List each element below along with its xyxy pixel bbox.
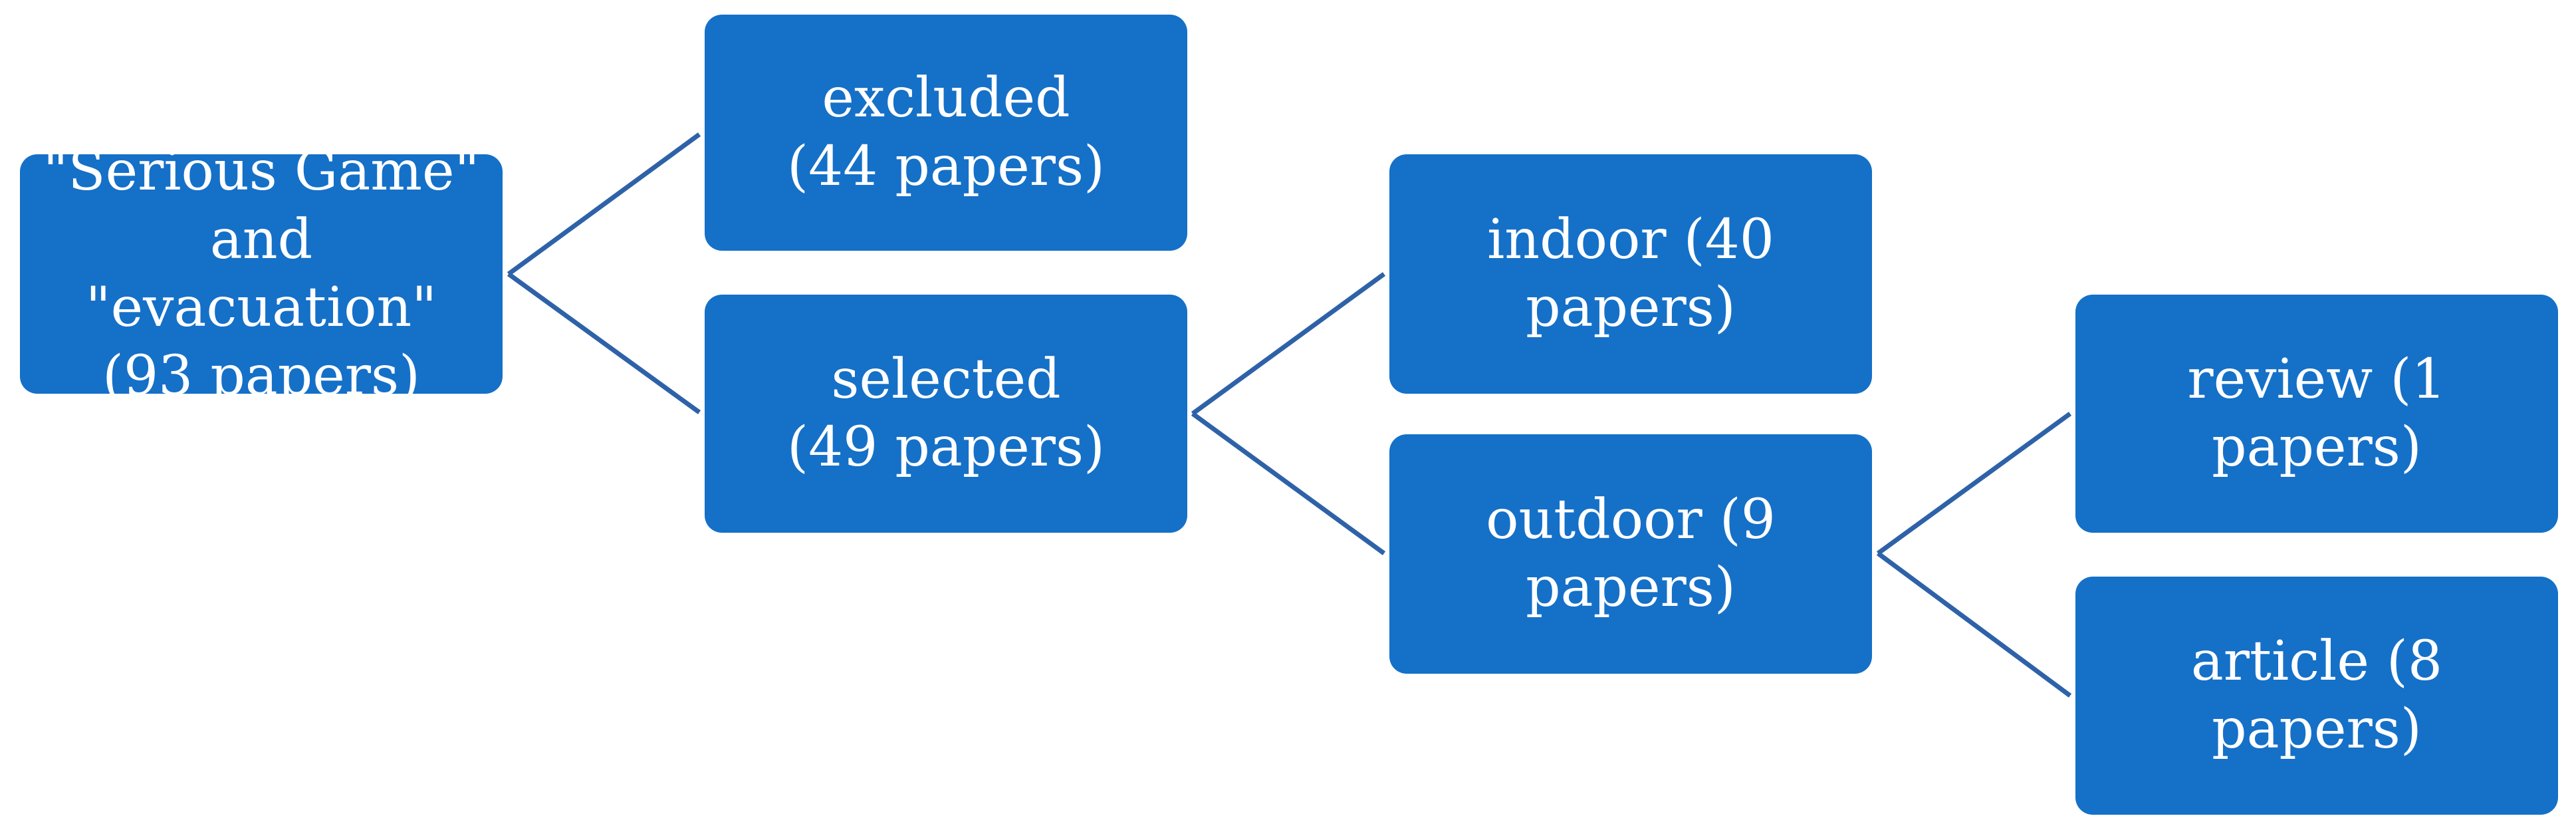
node-article: article (8 papers)	[2075, 577, 2558, 815]
connector-root-to-selected	[507, 272, 701, 414]
node-review: review (1 papers)	[2075, 295, 2558, 533]
node-serious-game-evacuation: "Serious Game" and "evacuation" (93 pape…	[20, 140, 503, 408]
connector-selected-to-outdoor	[1191, 412, 1386, 555]
connector-root-to-excluded	[507, 132, 701, 276]
node-selected: selected (49 papers)	[705, 295, 1187, 533]
node-indoor: indoor (40 papers)	[1389, 154, 1872, 394]
connector-outdoor-to-article	[1876, 551, 2072, 698]
node-excluded: excluded (44 papers)	[705, 15, 1187, 251]
node-outdoor: outdoor (9 papers)	[1389, 434, 1872, 674]
connector-outdoor-to-review	[1876, 412, 2072, 555]
connector-selected-to-indoor	[1191, 272, 1386, 416]
